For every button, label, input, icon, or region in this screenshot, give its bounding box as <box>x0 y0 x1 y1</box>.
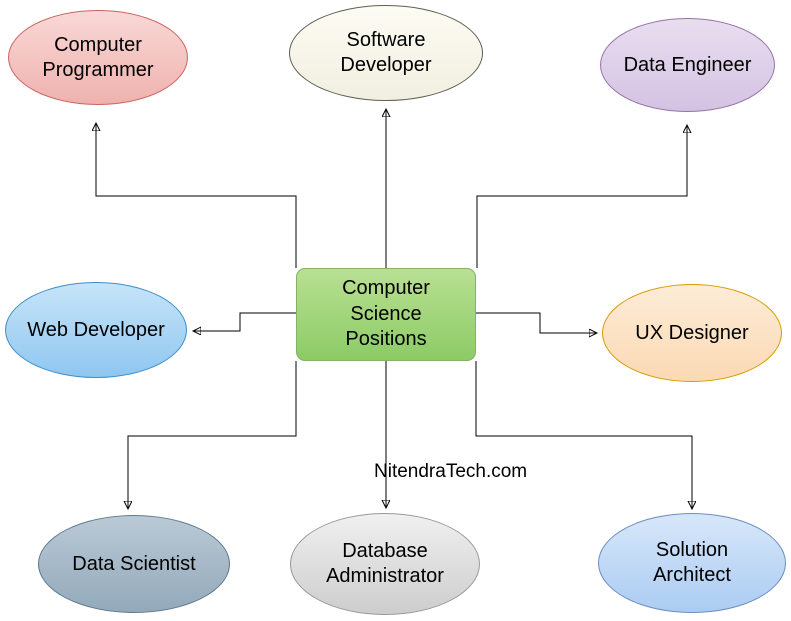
arrow-center-to-computer-programmer <box>96 124 297 268</box>
node-web-developer: Web Developer <box>5 282 187 378</box>
node-data-scientist: Data Scientist <box>38 515 230 613</box>
arrow-center-to-data-engineer <box>476 126 687 268</box>
node-label-solution-architect: Solution Architect <box>653 539 731 586</box>
center-node-line-2: Science <box>350 302 422 325</box>
arrow-center-to-solution-architect <box>475 361 692 508</box>
node-label-data-scientist: Data Scientist <box>72 552 196 575</box>
node-computer-programmer: Computer Programmer <box>8 10 188 105</box>
node-database-administrator: Database Administrator <box>290 513 480 615</box>
node-label-database-administrator: Database Administrator <box>326 540 444 587</box>
arrow-center-to-data-scientist <box>128 361 297 508</box>
node-label-web-developer: Web Developer <box>27 318 165 341</box>
node-label-software-developer: Software Developer <box>340 29 432 76</box>
node-solution-architect: Solution Architect <box>598 513 786 613</box>
node-label-ux-designer: UX Designer <box>635 321 749 344</box>
arrow-center-to-web-developer <box>194 312 296 331</box>
node-ux-designer: UX Designer <box>602 284 782 382</box>
node-computer-science-positions: Computer Science Positions <box>296 268 476 361</box>
watermark-text: NitendraTech.com <box>374 461 528 482</box>
center-node-line-1: Computer <box>342 277 430 300</box>
node-data-engineer: Data Engineer <box>600 18 775 112</box>
node-label-computer-programmer: Computer Programmer <box>42 33 154 81</box>
node-label-data-engineer: Data Engineer <box>623 53 752 76</box>
arrow-center-to-ux-designer <box>476 312 596 333</box>
center-node-line-3: Positions <box>345 328 427 351</box>
node-software-developer: Software Developer <box>289 5 483 101</box>
